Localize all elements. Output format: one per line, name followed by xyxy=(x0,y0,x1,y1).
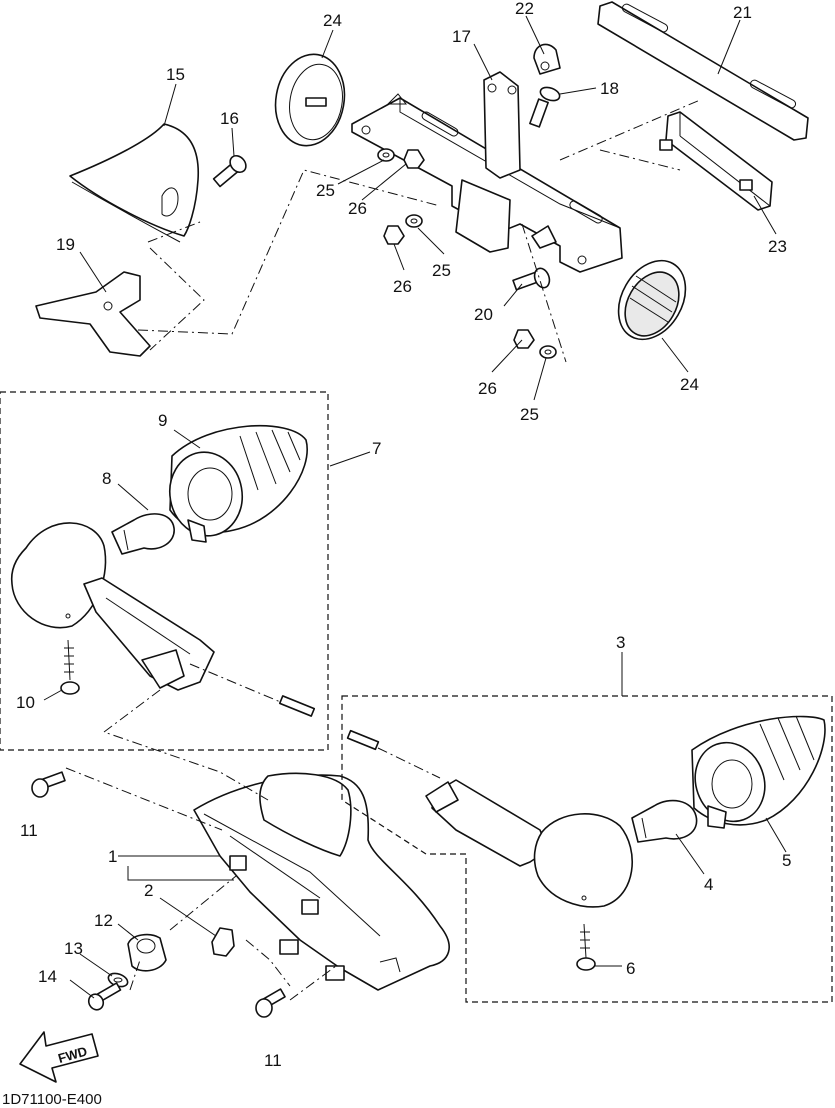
callout-24-lower: 24 xyxy=(680,375,699,394)
callout-21: 21 xyxy=(733,3,752,22)
callout-6: 6 xyxy=(626,959,635,978)
callout-18: 18 xyxy=(600,79,619,98)
part-26-nut-b xyxy=(383,225,405,245)
callout-leaders xyxy=(43,15,787,999)
assembly-line-upper-1 xyxy=(147,221,201,243)
callout-3: 3 xyxy=(616,633,625,652)
callout-23: 23 xyxy=(768,237,787,256)
assembly-box-7 xyxy=(0,391,329,751)
callout-7: 7 xyxy=(372,439,381,458)
part-21-plate-bracket xyxy=(597,1,809,141)
part-4-bulb xyxy=(631,799,698,843)
assembly-line-lower-2 xyxy=(102,689,269,801)
part-24-reflector-upper xyxy=(274,53,346,147)
callout-25-a: 25 xyxy=(316,181,335,200)
part-19-bracket xyxy=(35,271,151,357)
callout-25-b: 25 xyxy=(432,261,451,280)
assembly-line-lower-1 xyxy=(65,767,223,831)
assembly-line-lower-4 xyxy=(245,939,337,1001)
part-rear-bracket xyxy=(351,71,623,273)
part-25-washer-a xyxy=(377,148,395,162)
assembly-line-upper-4 xyxy=(521,223,567,363)
assembly-box-3 xyxy=(341,695,833,1003)
part-20-bolt xyxy=(512,267,551,291)
part-1-base-housing xyxy=(193,772,450,991)
part-22-cap-nut xyxy=(533,43,561,75)
callout-24-upper: 24 xyxy=(323,11,342,30)
part-25-washer-c xyxy=(539,345,557,359)
part-15-cover xyxy=(69,123,200,243)
callout-1: 1 xyxy=(108,847,117,866)
drawing-code: 1D71100-E400 xyxy=(2,1091,102,1108)
fwd-arrow-icon: FWD xyxy=(19,1031,99,1083)
part-23-plate xyxy=(659,111,773,211)
callout-12: 12 xyxy=(94,911,113,930)
part-26-nut-a xyxy=(403,149,425,169)
part-7-turn-signal-housing xyxy=(10,522,215,691)
callout-10: 10 xyxy=(16,693,35,712)
part-16-bolt xyxy=(212,154,247,188)
callout-20: 20 xyxy=(474,305,493,324)
callout-15: 15 xyxy=(166,65,185,84)
part-7-wire-connector xyxy=(189,663,316,717)
part-6-screw xyxy=(576,923,596,971)
part-14-bolt xyxy=(87,982,122,1011)
part-9-lens xyxy=(169,425,308,543)
assembly-line-upper-2 xyxy=(137,169,441,335)
assembly-line-lower-3 xyxy=(129,875,237,991)
part-2-bulb xyxy=(211,927,235,957)
callout-26-c: 26 xyxy=(478,379,497,398)
callout-25-c: 25 xyxy=(520,405,539,424)
callout-11-lower: 11 xyxy=(264,1051,282,1070)
part-24-reflector-lower xyxy=(617,259,687,341)
callout-8: 8 xyxy=(102,469,111,488)
callout-26-a: 26 xyxy=(348,199,367,218)
part-3-turn-signal-housing xyxy=(425,779,633,908)
callout-2: 2 xyxy=(144,881,153,900)
callout-11-upper: 11 xyxy=(20,821,38,840)
part-11-bolt-lower xyxy=(255,988,286,1018)
part-8-bulb xyxy=(111,513,175,555)
part-3-wire-connector xyxy=(346,729,441,779)
callout-5: 5 xyxy=(782,851,791,870)
callout-26-b: 26 xyxy=(393,277,412,296)
callout-19: 19 xyxy=(56,235,75,254)
part-12-grommet xyxy=(127,933,167,972)
part-18-bolt xyxy=(529,86,561,128)
part-5-lens xyxy=(691,715,826,829)
part-25-washer-b xyxy=(405,214,423,228)
callout-4: 4 xyxy=(704,875,713,894)
callout-14: 14 xyxy=(38,967,57,986)
part-11-bolt-upper xyxy=(31,771,66,798)
assembly-line-upper-3 xyxy=(149,247,205,351)
assembly-line-upper-5 xyxy=(559,99,701,171)
callout-13: 13 xyxy=(64,939,83,958)
callout-16: 16 xyxy=(220,109,239,128)
callout-22: 22 xyxy=(515,0,534,18)
callout-17: 17 xyxy=(452,27,471,46)
callout-9: 9 xyxy=(158,411,167,430)
part-10-screw xyxy=(60,639,80,695)
